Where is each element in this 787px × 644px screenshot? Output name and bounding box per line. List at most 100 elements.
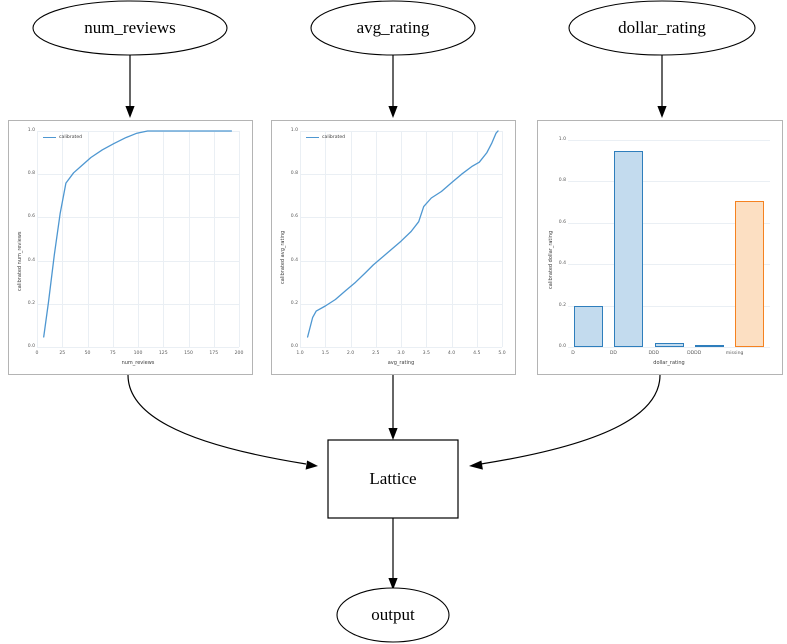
gridline-v <box>138 131 139 347</box>
gridline-v <box>426 131 428 347</box>
xtick-label: 5.0 <box>498 351 506 356</box>
ytick-label: 0.2 <box>290 300 298 306</box>
node-output[interactable]: output <box>336 587 450 643</box>
legend-num-reviews: calibrated <box>43 135 82 140</box>
edge-plot1-to-lattice <box>127 374 318 470</box>
xtick-label: 75 <box>109 351 116 356</box>
gridline-v <box>375 131 377 347</box>
axes-dollar-rating <box>568 131 770 348</box>
xtick-label: 25 <box>59 351 66 356</box>
gridline-v <box>325 131 327 347</box>
plot-dollar-rating[interactable]: 0.0 0.2 0.4 0.6 0.8 1.0 D DD DDD DDDD mi… <box>537 120 783 375</box>
plot-num-reviews-inner: calibrated 0.0 0.2 0.4 0.6 0.8 1.0 0 25 … <box>9 121 252 374</box>
gridline-v <box>188 131 190 347</box>
curve-num-reviews <box>43 130 233 338</box>
xtick-label: 4.5 <box>473 351 481 356</box>
plot-dollar-rating-inner: 0.0 0.2 0.4 0.6 0.8 1.0 D DD DDD DDDD mi… <box>538 121 782 374</box>
xtick-label: 175 <box>209 351 219 356</box>
gridline-v <box>300 131 301 347</box>
bar-missing[interactable] <box>735 200 765 347</box>
node-lattice-label: Lattice <box>369 469 416 488</box>
xaxis-label-dollar-rating: dollar_rating <box>653 360 685 366</box>
xtick-label: 4.0 <box>447 351 456 356</box>
xtick-label: DDDD <box>687 351 702 356</box>
node-lattice[interactable]: Lattice <box>327 439 459 519</box>
axes-num-reviews: calibrated <box>37 130 240 348</box>
xtick-label: DDD <box>648 351 660 356</box>
gridline-v <box>502 131 503 347</box>
gridline-h <box>568 305 770 307</box>
yaxis-label-avg-rating: calibrated avg_rating <box>280 230 286 284</box>
plot-avg-rating[interactable]: calibrated 0.0 0.2 0.4 0.6 0.8 1.0 1.0 1… <box>271 120 516 375</box>
xtick-label: 3.0 <box>397 351 405 356</box>
ytick-label: 0.2 <box>558 302 566 308</box>
edge-lattice-to-output <box>388 518 398 590</box>
yaxis-label-dollar-rating: calibrated dollar_rating <box>548 230 554 289</box>
ytick-label: 0.2 <box>27 300 35 306</box>
gridline-v <box>163 131 165 347</box>
xtick-label: 100 <box>133 351 143 356</box>
gridline-h <box>568 264 770 266</box>
ytick-label: 0.6 <box>27 214 35 220</box>
xtick-label: missing <box>725 351 744 356</box>
bar-D[interactable] <box>573 305 603 347</box>
node-num-reviews-label: num_reviews <box>84 18 176 37</box>
edge-avg-rating-to-plot <box>388 52 398 118</box>
ytick-label: 0.6 <box>290 214 298 220</box>
plot-num-reviews[interactable]: calibrated 0.0 0.2 0.4 0.6 0.8 1.0 0 25 … <box>8 120 253 375</box>
ytick-label: 0.0 <box>290 344 298 349</box>
gridline-v <box>476 131 478 347</box>
gridline-h <box>568 181 770 183</box>
legend-swatch-calibrated <box>306 136 319 139</box>
edge-dollar-rating-to-plot <box>657 52 667 118</box>
node-dollar-rating-label: dollar_rating <box>618 18 706 37</box>
xaxis-label-num-reviews: num_reviews <box>121 360 155 366</box>
bar-DDDD[interactable] <box>694 344 724 347</box>
node-num-reviews[interactable]: num_reviews <box>32 0 228 56</box>
xtick-label: 200 <box>234 351 244 356</box>
xtick-label: 1.5 <box>321 351 329 356</box>
ytick-label: 0.8 <box>290 171 298 177</box>
legend-avg-rating: calibrated <box>306 135 345 140</box>
ytick-label: 0.0 <box>558 344 566 349</box>
bar-DD[interactable] <box>614 150 644 347</box>
gridline-v <box>451 131 453 347</box>
ytick-label: 0.0 <box>27 344 35 349</box>
gridline-h <box>568 140 770 141</box>
xtick-label: 50 <box>84 351 91 356</box>
xtick-label: 3.5 <box>422 351 430 356</box>
axes-avg-rating: calibrated <box>300 130 503 348</box>
legend-swatch-calibrated <box>43 136 56 139</box>
gridline-h <box>568 347 770 348</box>
gridline-v <box>213 131 215 347</box>
legend-label-calibrated: calibrated <box>322 135 346 140</box>
gridline-v <box>112 131 114 347</box>
node-dollar-rating[interactable]: dollar_rating <box>568 0 756 56</box>
yaxis-label-num-reviews: calibrated num_reviews <box>17 231 23 291</box>
ytick-label: 0.4 <box>558 261 566 267</box>
xtick-label: 0 <box>35 351 39 356</box>
node-output-label: output <box>371 605 415 624</box>
gridline-h <box>300 347 502 348</box>
xtick-label: 1.0 <box>296 351 304 356</box>
curve-avg-rating <box>306 130 499 338</box>
bar-DDD[interactable] <box>654 343 684 347</box>
ytick-label: 0.8 <box>558 178 566 184</box>
xaxis-label-avg-rating: avg_rating <box>387 360 415 366</box>
ytick-label: 0.6 <box>558 219 566 225</box>
edge-plot3-to-lattice <box>469 374 661 470</box>
xtick-label: DD <box>609 351 617 356</box>
ytick-label: 0.8 <box>27 171 35 177</box>
gridline-h <box>37 347 239 348</box>
gridline-v <box>350 131 352 347</box>
edge-plot2-to-lattice <box>388 375 398 440</box>
gridline-v <box>87 131 89 347</box>
plot-avg-rating-inner: calibrated 0.0 0.2 0.4 0.6 0.8 1.0 1.0 1… <box>272 121 515 374</box>
ytick-label: 1.0 <box>290 128 298 133</box>
gridline-v <box>37 131 38 347</box>
xtick-label: 2.5 <box>372 351 380 356</box>
node-avg-rating[interactable]: avg_rating <box>310 0 476 56</box>
gridline-h <box>568 222 770 224</box>
ytick-label: 1.0 <box>27 128 35 133</box>
